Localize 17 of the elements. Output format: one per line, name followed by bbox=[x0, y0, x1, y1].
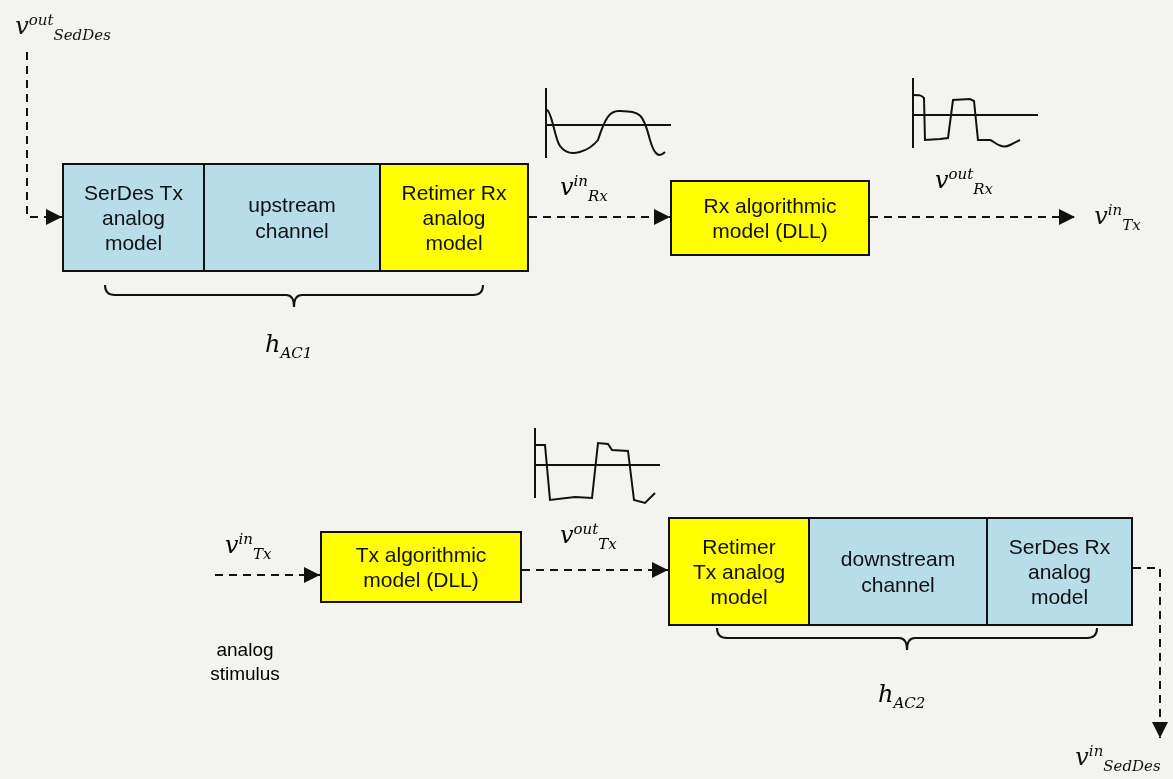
arrow bbox=[26, 51, 63, 225]
model-box: upstream channel bbox=[203, 163, 381, 272]
note-text: analog stimulus bbox=[209, 638, 281, 686]
model-box: downstream channel bbox=[808, 517, 988, 626]
model-box: Retimer Tx analog model bbox=[668, 517, 810, 626]
transfer-function-label: h$_{AC2}$ bbox=[878, 680, 926, 712]
model-box: SerDes Rx analog model bbox=[986, 517, 1133, 626]
transfer-function-label: h$_{AC1}$ bbox=[265, 330, 313, 362]
arrow bbox=[1132, 567, 1168, 739]
arrow bbox=[521, 562, 669, 578]
model-box: SerDes Tx analog model bbox=[62, 163, 205, 272]
model-box: Rx algorithmic model (DLL) bbox=[670, 180, 870, 256]
model-box: Tx algorithmic model (DLL) bbox=[320, 531, 522, 603]
arrow bbox=[528, 209, 671, 225]
arrow bbox=[869, 209, 1076, 225]
arrow bbox=[214, 567, 321, 583]
model-box: Retimer Rx analog model bbox=[379, 163, 529, 272]
